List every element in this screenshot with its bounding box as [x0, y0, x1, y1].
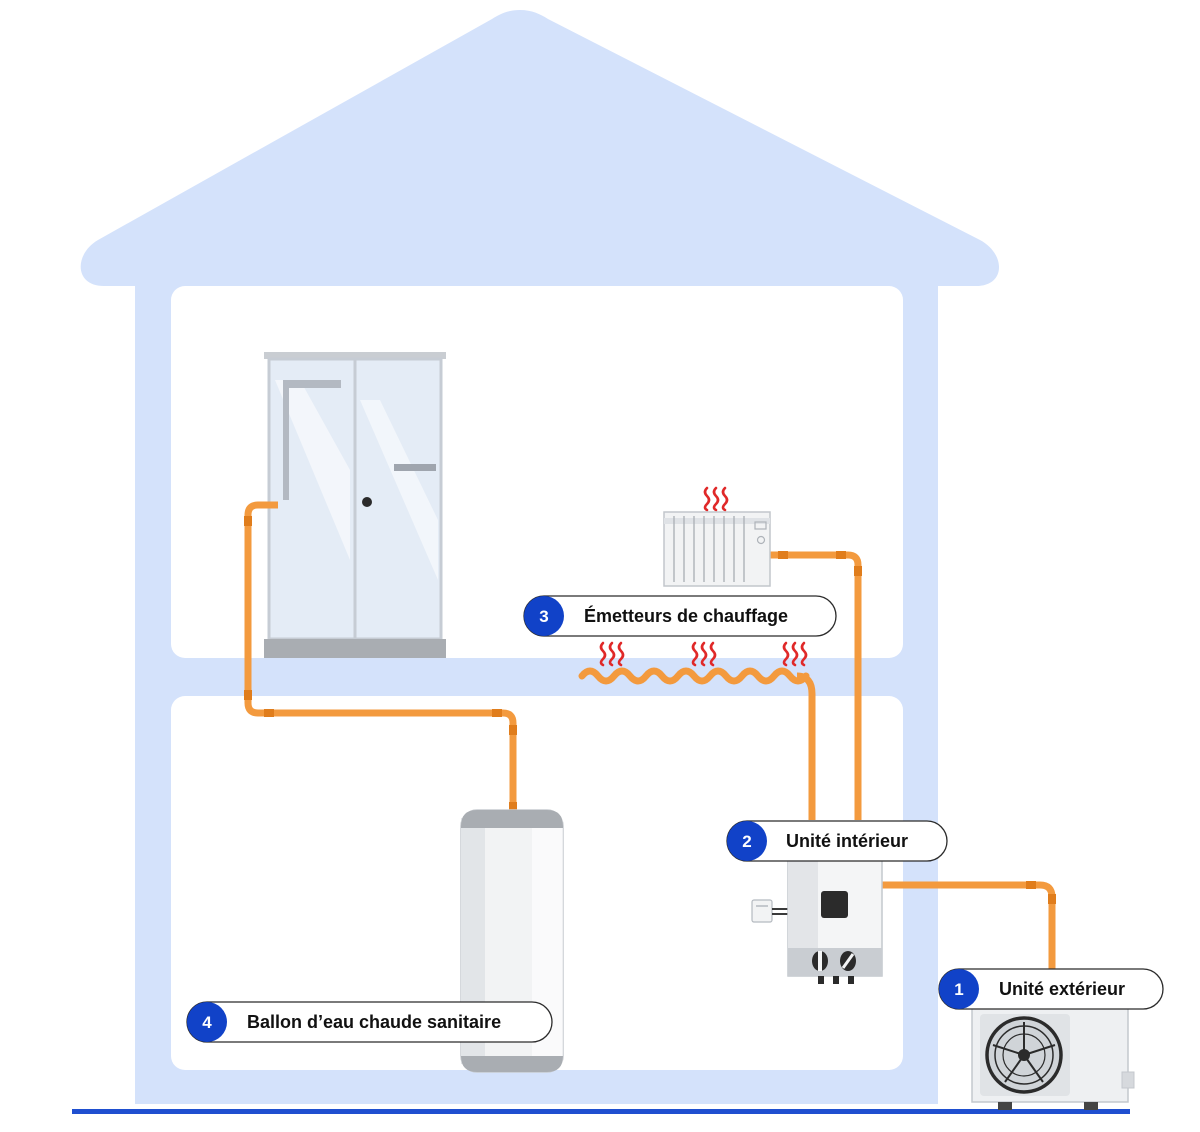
label-3-number: 3 [539, 607, 548, 626]
heat-waves-icon [782, 641, 808, 667]
heat-waves-icon [691, 641, 717, 667]
label-4: 4 Ballon d’eau chaude sanitaire [186, 1001, 553, 1043]
label-4-text: Ballon d’eau chaude sanitaire [247, 1012, 501, 1032]
label-3-text: Émetteurs de chauffage [584, 605, 788, 626]
label-1-text: Unité extérieur [999, 979, 1125, 999]
heat-waves-icon [599, 641, 625, 667]
radiator-icon [663, 511, 771, 587]
label-1: 1 Unité extérieur [938, 968, 1164, 1010]
shower-icon [264, 352, 446, 658]
label-2-text: Unité intérieur [786, 831, 908, 851]
ground-line [72, 1109, 1130, 1114]
heat-waves-icon [703, 486, 729, 512]
label-1-number: 1 [954, 980, 963, 999]
label-2: 2 Unité intérieur [726, 820, 948, 862]
outdoor-unit [971, 1007, 1135, 1110]
hot-water-pipe [244, 501, 517, 810]
label-3: 3 Émetteurs de chauffage [523, 595, 837, 637]
label-4-number: 4 [202, 1013, 212, 1032]
radiator-pipe [770, 551, 862, 820]
pipe-joints [244, 516, 1056, 904]
thermostat-icon [751, 899, 773, 923]
floor-heating-pipe [796, 672, 816, 820]
indoor-unit [751, 855, 883, 984]
floor-heating-coil [578, 667, 810, 685]
fan-icon [985, 1016, 1063, 1094]
label-2-number: 2 [742, 832, 751, 851]
